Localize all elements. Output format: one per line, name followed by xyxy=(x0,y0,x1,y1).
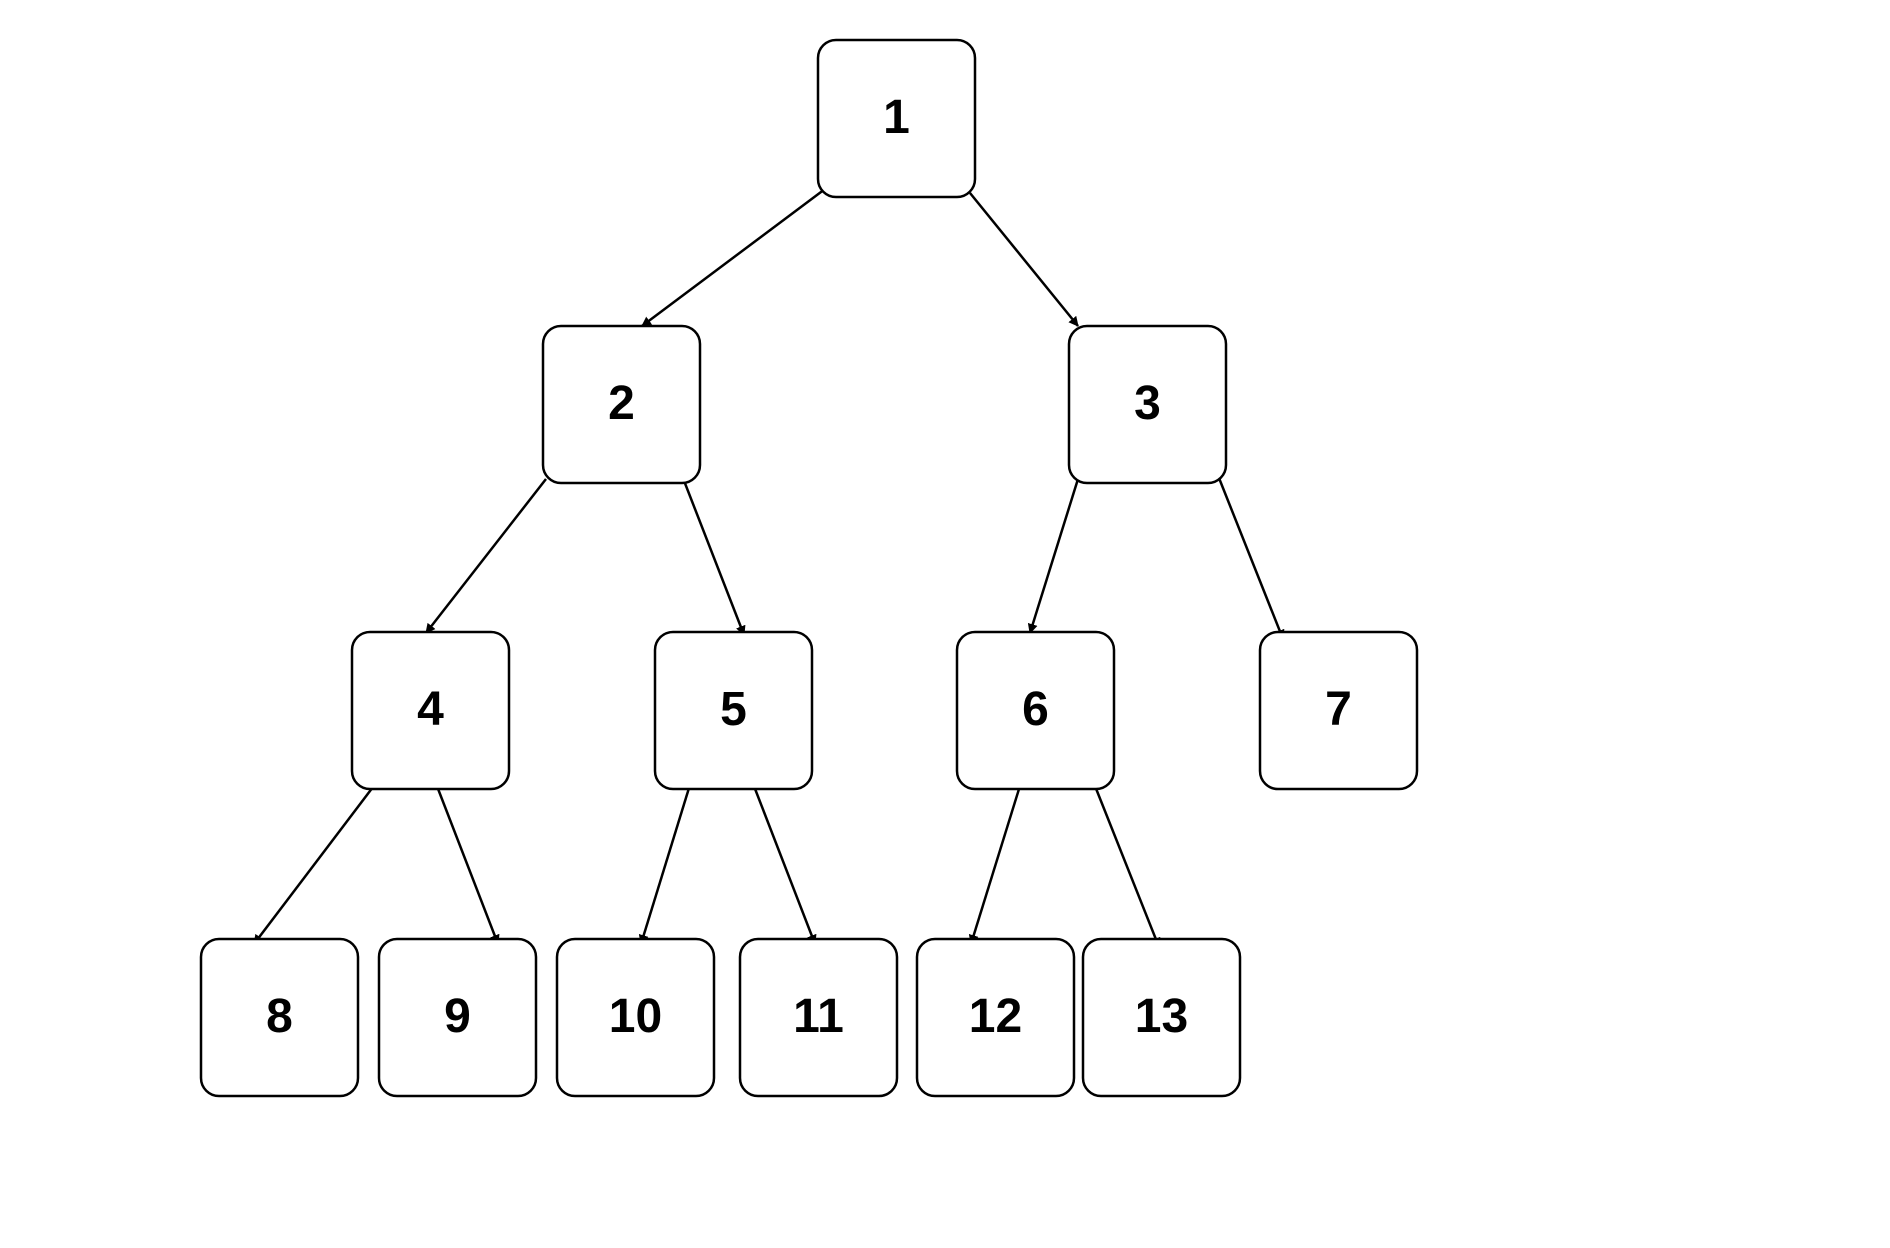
node-box xyxy=(350,630,511,791)
node-label: 5 xyxy=(720,683,747,736)
node-label: 8 xyxy=(266,990,293,1043)
edge-3-7 xyxy=(1217,477,1285,640)
edge-4-9 xyxy=(433,780,500,945)
node-label: 12 xyxy=(969,990,1022,1043)
tree-node-11: 11 xyxy=(738,937,899,1098)
tree-node-1: 1 xyxy=(816,38,977,199)
node-box xyxy=(541,324,702,485)
tree-node-12: 12 xyxy=(915,937,1076,1098)
node-label: 9 xyxy=(444,990,471,1043)
node-box xyxy=(555,937,716,1098)
node-box xyxy=(199,937,360,1098)
edge-5-11 xyxy=(750,780,817,945)
tree-node-3: 3 xyxy=(1067,324,1228,485)
tree-node-5: 5 xyxy=(653,630,814,791)
node-box xyxy=(377,937,538,1098)
tree-node-4: 4 xyxy=(350,630,511,791)
edge-6-13 xyxy=(1093,785,1161,948)
node-box xyxy=(1258,630,1419,791)
edges xyxy=(253,187,1285,948)
node-box xyxy=(1081,937,1242,1098)
node-label: 4 xyxy=(417,683,444,736)
node-label: 13 xyxy=(1135,990,1188,1043)
tree-node-13: 13 xyxy=(1081,937,1242,1098)
node-box xyxy=(955,630,1116,791)
edge-2-5 xyxy=(679,472,746,636)
node-box xyxy=(816,38,977,199)
node-box xyxy=(653,630,814,791)
node-box xyxy=(1067,324,1228,485)
tree-node-8: 8 xyxy=(199,937,360,1098)
node-label: 3 xyxy=(1134,377,1161,430)
node-label: 6 xyxy=(1022,683,1049,736)
tree-node-6: 6 xyxy=(955,630,1116,791)
tree-node-7: 7 xyxy=(1258,630,1419,791)
tree-node-9: 9 xyxy=(377,937,538,1098)
edge-3-6 xyxy=(1027,478,1080,634)
node-label: 7 xyxy=(1325,683,1352,736)
node-box xyxy=(915,937,1076,1098)
node-label: 2 xyxy=(608,377,635,430)
edge-2-4 xyxy=(425,478,547,634)
edge-6-12 xyxy=(968,788,1021,945)
node-label: 11 xyxy=(793,990,844,1043)
node-label: 10 xyxy=(609,990,662,1043)
node-box xyxy=(738,937,899,1098)
edge-4-8 xyxy=(253,786,374,945)
edge-1-2 xyxy=(641,187,826,328)
edge-5-10 xyxy=(638,787,691,945)
node-label: 1 xyxy=(883,91,910,144)
edge-1-3 xyxy=(969,192,1079,327)
tree-node-2: 2 xyxy=(541,324,702,485)
tree-node-10: 10 xyxy=(555,937,716,1098)
